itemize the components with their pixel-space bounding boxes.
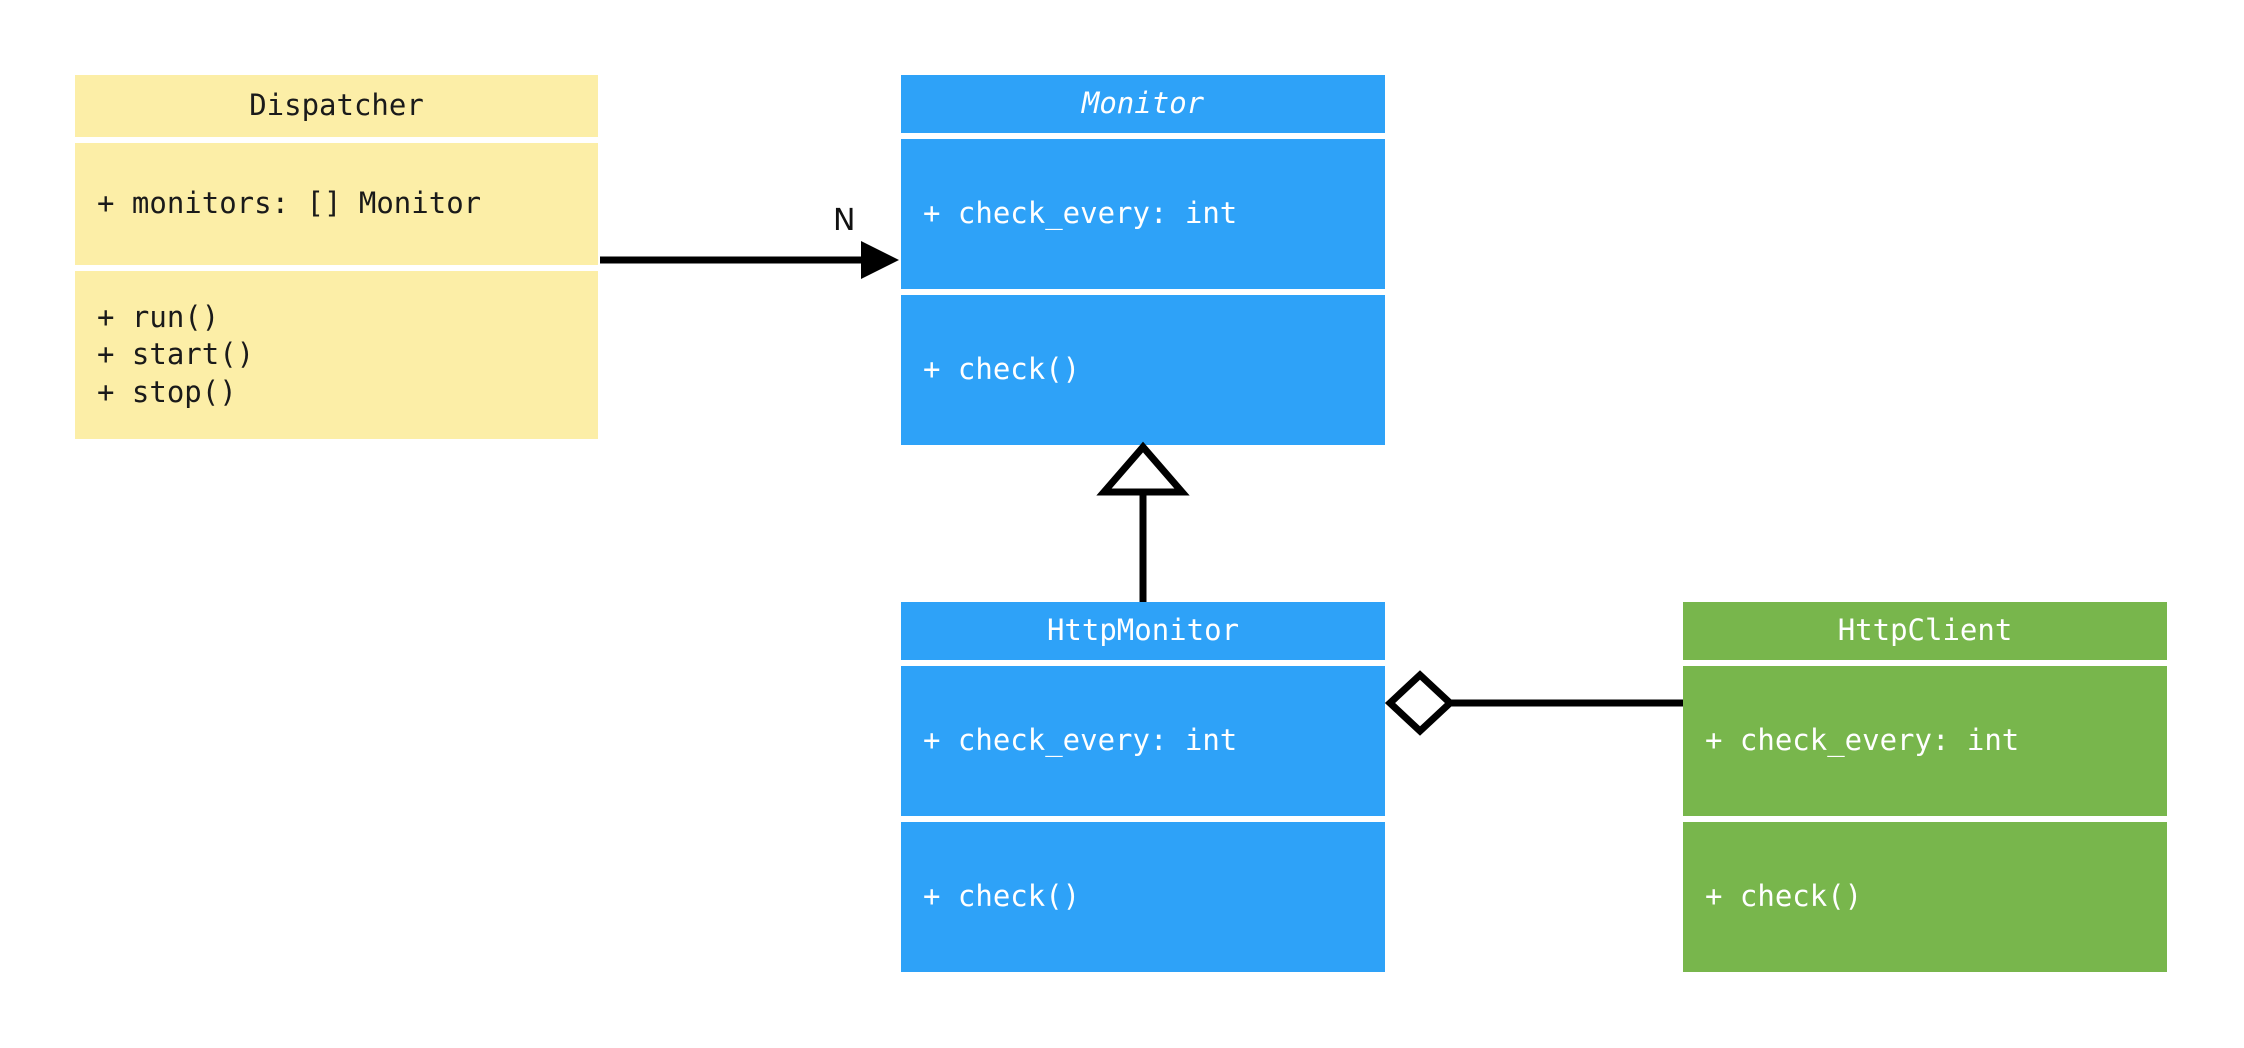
class-title-compartment-dispatcher: Dispatcher [75,75,598,137]
method-dispatcher-start: + start() [97,337,255,372]
edge-label-multiplicity-n: N [833,203,856,238]
attribute-http-monitor-check-every: + check_every: int [923,723,1238,758]
class-box-monitor[interactable]: Monitor + check_every: int + check() [901,75,1385,445]
hollow-triangle-arrowhead-icon [1096,441,1190,496]
class-attributes-compartment-http-client: + check_every: int [1683,666,2167,816]
class-methods-compartment-http-client: + check() [1683,822,2167,972]
class-title-compartment-http-monitor: HttpMonitor [901,602,1385,660]
hollow-diamond-arrowhead-icon [1384,670,1456,736]
class-name-dispatcher: Dispatcher [249,88,424,123]
connector-http-monitor-to-http-client [1384,670,1683,736]
method-monitor-check: + check() [923,352,1081,387]
method-dispatcher-run: + run() [97,300,220,335]
method-http-client-check: + check() [1705,879,1863,914]
class-title-compartment-http-client: HttpClient [1683,602,2167,660]
class-box-http-monitor[interactable]: HttpMonitor + check_every: int + check() [901,602,1385,972]
class-attributes-compartment-monitor: + check_every: int [901,139,1385,289]
method-http-monitor-check: + check() [923,879,1081,914]
class-attributes-compartment-dispatcher: + monitors: [] Monitor [75,143,598,265]
connector-dispatcher-to-monitor [600,241,899,279]
class-title-compartment-monitor: Monitor [901,75,1385,133]
class-methods-compartment-http-monitor: + check() [901,822,1385,972]
class-methods-compartment-monitor: + check() [901,295,1385,445]
class-box-dispatcher[interactable]: Dispatcher + monitors: [] Monitor + run(… [75,75,598,445]
method-dispatcher-stop: + stop() [97,374,237,409]
class-attributes-compartment-http-monitor: + check_every: int [901,666,1385,816]
class-name-http-client: HttpClient [1837,613,2013,648]
class-name-monitor: Monitor [1081,86,1205,121]
attribute-monitor-check-every: + check_every: int [923,196,1238,231]
filled-arrowhead-icon [861,241,899,279]
connector-http-monitor-to-monitor [1096,441,1190,602]
class-methods-compartment-dispatcher: + run() + start() + stop() [75,271,598,439]
attribute-http-client-check-every: + check_every: int [1705,723,2020,758]
class-name-http-monitor: HttpMonitor [1046,613,1240,648]
class-box-http-client[interactable]: HttpClient + check_every: int + check() [1683,602,2167,972]
attribute-dispatcher-monitors: + monitors: [] Monitor [97,186,482,221]
